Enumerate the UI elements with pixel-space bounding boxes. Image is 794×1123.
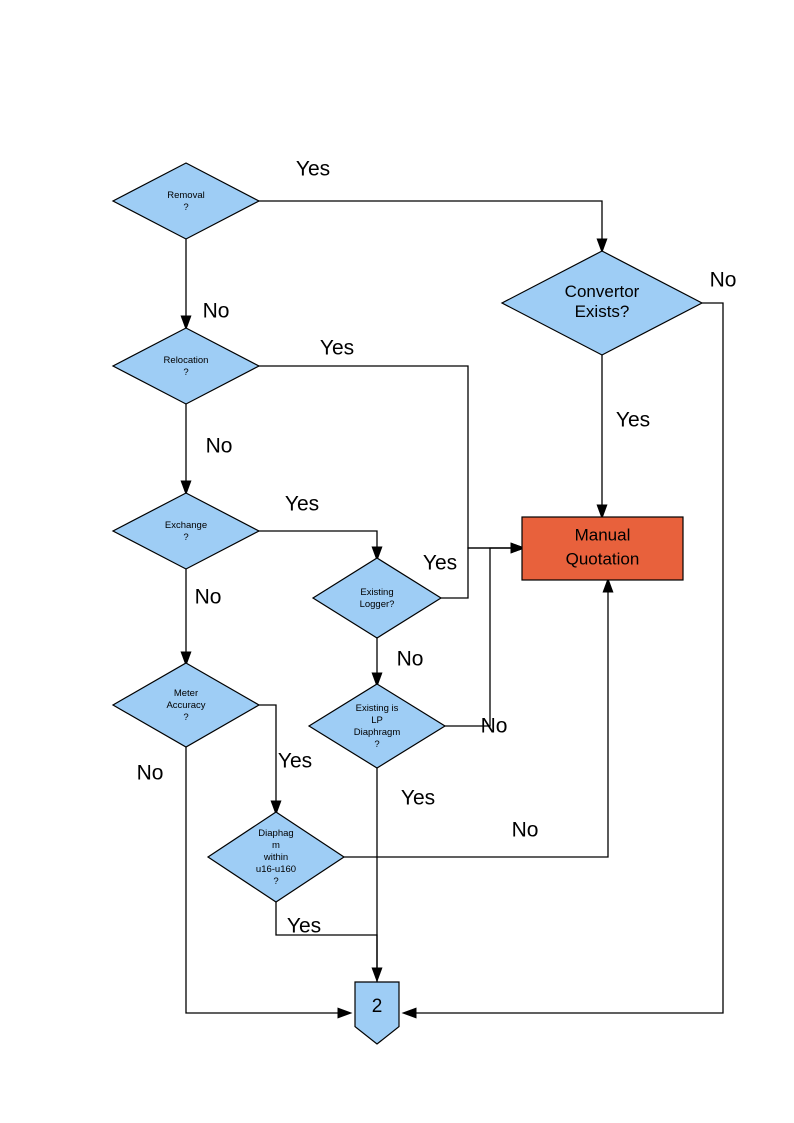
edge-label-logger-no: No xyxy=(397,648,424,671)
edge-arrowhead xyxy=(510,542,526,554)
edge-e-exch-no xyxy=(180,569,192,667)
node-label: Exchange? xyxy=(165,520,207,543)
edge-e-removal-no xyxy=(180,239,192,331)
edge-e-reloc-no xyxy=(180,404,192,496)
edge-label-convertor-no: No xyxy=(710,269,737,292)
edge-arrowhead xyxy=(596,504,608,520)
edge-e-conv-no xyxy=(401,302,724,1019)
decision-diamond xyxy=(111,162,261,240)
node-label: Removal? xyxy=(167,190,205,213)
edge-e-diaph-no xyxy=(344,577,614,858)
edge-label-removal-yes: Yes xyxy=(296,158,330,181)
node-label: 2 xyxy=(372,996,383,1017)
edge-line xyxy=(275,902,378,975)
edge-arrowhead xyxy=(371,546,383,562)
edge-line xyxy=(258,200,603,246)
edge-label-logger-yes: Yes xyxy=(423,552,457,575)
edges-layer xyxy=(180,200,724,1019)
node-relocation[interactable]: Relocation? xyxy=(111,327,261,405)
connector-pentagon xyxy=(354,981,400,1045)
edge-line xyxy=(258,365,518,549)
edge-e-lp-no xyxy=(445,542,526,727)
edge-label-lp-no: No xyxy=(481,715,508,738)
edge-label-lp-yes: Yes xyxy=(401,787,435,810)
edge-arrowhead xyxy=(270,800,282,816)
edge-e-diaph-yes xyxy=(275,902,383,983)
edge-e-exch-yes xyxy=(258,530,383,562)
edge-line xyxy=(259,704,277,808)
decision-diamond xyxy=(311,557,443,639)
edge-label-relocation-yes: Yes xyxy=(320,337,354,360)
edge-e-reloc-yes xyxy=(258,365,526,554)
decision-diamond xyxy=(111,662,261,748)
edge-e-meter-no xyxy=(185,747,353,1019)
edge-e-logger-no xyxy=(371,638,383,688)
edge-arrowhead xyxy=(180,651,192,667)
decision-diamond xyxy=(111,327,261,405)
edge-label-relocation-no: No xyxy=(206,435,233,458)
node-removal[interactable]: Removal? xyxy=(111,162,261,240)
decision-diamond xyxy=(111,492,261,570)
edge-arrowhead xyxy=(596,238,608,254)
node-exchange[interactable]: Exchange? xyxy=(111,492,261,570)
edge-e-meter-yes xyxy=(259,704,282,816)
edge-label-convertor-yes: Yes xyxy=(616,409,650,432)
decision-diamond xyxy=(307,683,447,769)
edge-label-diaphagm-yes: Yes xyxy=(287,915,321,938)
edge-line xyxy=(445,547,518,727)
edge-label-exchange-no: No xyxy=(195,586,222,609)
edge-arrowhead xyxy=(180,315,192,331)
decision-diamond xyxy=(500,250,704,356)
edge-line xyxy=(258,530,378,554)
process-rect xyxy=(521,516,684,581)
edge-arrowhead xyxy=(602,577,614,593)
edge-line xyxy=(409,302,724,1014)
edge-e-conv-yes xyxy=(596,355,608,520)
edge-line xyxy=(185,747,345,1014)
edge-arrowhead xyxy=(371,967,383,983)
edge-label-removal-no: No xyxy=(203,300,230,323)
edge-e-lp-yes xyxy=(376,768,397,1019)
edge-label-exchange-yes: Yes xyxy=(285,493,319,516)
edge-label-meter-accuracy-no: No xyxy=(137,762,164,785)
edge-label-meter-accuracy-yes: Yes xyxy=(278,750,312,773)
edge-line xyxy=(344,585,609,858)
node-label: Relocation? xyxy=(164,355,209,378)
node-connector-2[interactable]: 2 xyxy=(354,981,400,1045)
edge-arrowhead xyxy=(337,1007,353,1019)
edge-arrowhead xyxy=(371,672,383,688)
edge-arrowhead xyxy=(180,480,192,496)
edge-arrowhead xyxy=(401,1007,417,1019)
edge-e-removal-yes xyxy=(258,200,608,254)
decision-diamond xyxy=(206,811,346,903)
edge-label-diaphagm-no: No xyxy=(512,819,539,842)
